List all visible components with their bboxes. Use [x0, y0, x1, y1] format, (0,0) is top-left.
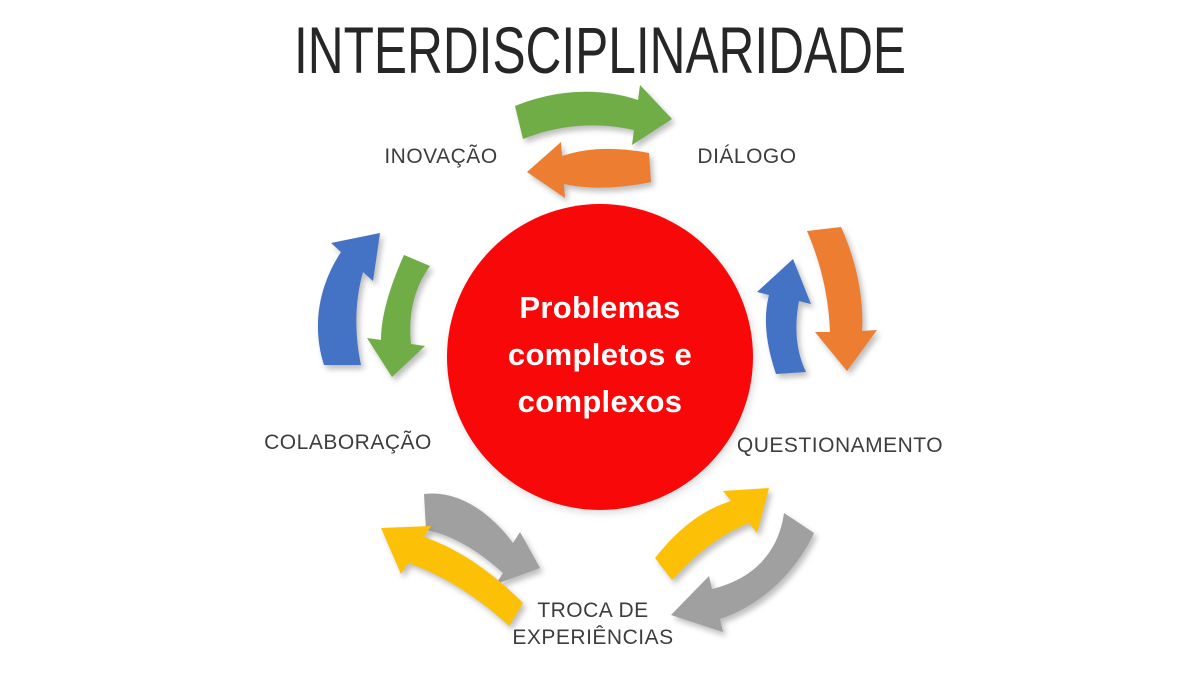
bottom-right-down-arrow-icon	[671, 513, 814, 632]
top-clockwise-arrow-icon	[515, 85, 672, 145]
label-troca-line2: EXPERIÊNCIAS	[512, 626, 674, 649]
central-text-line2: completos e	[507, 337, 693, 372]
label-colaboracao: COLABORAÇÃO	[264, 431, 432, 454]
label-questionamento: QUESTIONAMENTO	[736, 434, 944, 457]
label-troca-de-experiencias: TROCA DE EXPERIÊNCIAS	[483, 597, 703, 651]
right-down-arrow-icon	[807, 227, 877, 371]
page-title: INTERDISCIPLINARIDADE	[294, 13, 906, 87]
label-inovacao: INOVAÇÃO	[384, 145, 498, 168]
bottom-right-up-arrow-icon	[655, 488, 769, 580]
left-down-arrow-icon	[367, 255, 430, 377]
central-text-line1: Problemas	[519, 290, 681, 325]
central-circle	[447, 204, 753, 510]
label-troca-line1: TROCA DE	[537, 599, 649, 622]
central-problem-text: Problemas completos e complexos	[450, 284, 750, 425]
central-text-line3: complexos	[517, 384, 683, 419]
left-up-arrow-icon	[317, 233, 380, 365]
right-up-arrow-icon	[757, 259, 811, 374]
bottom-left-down-arrow-icon	[424, 493, 540, 584]
label-dialogo: DIÁLOGO	[697, 145, 797, 168]
top-counter-arrow-icon	[527, 142, 651, 198]
bottom-left-up-arrow-icon	[381, 526, 523, 626]
